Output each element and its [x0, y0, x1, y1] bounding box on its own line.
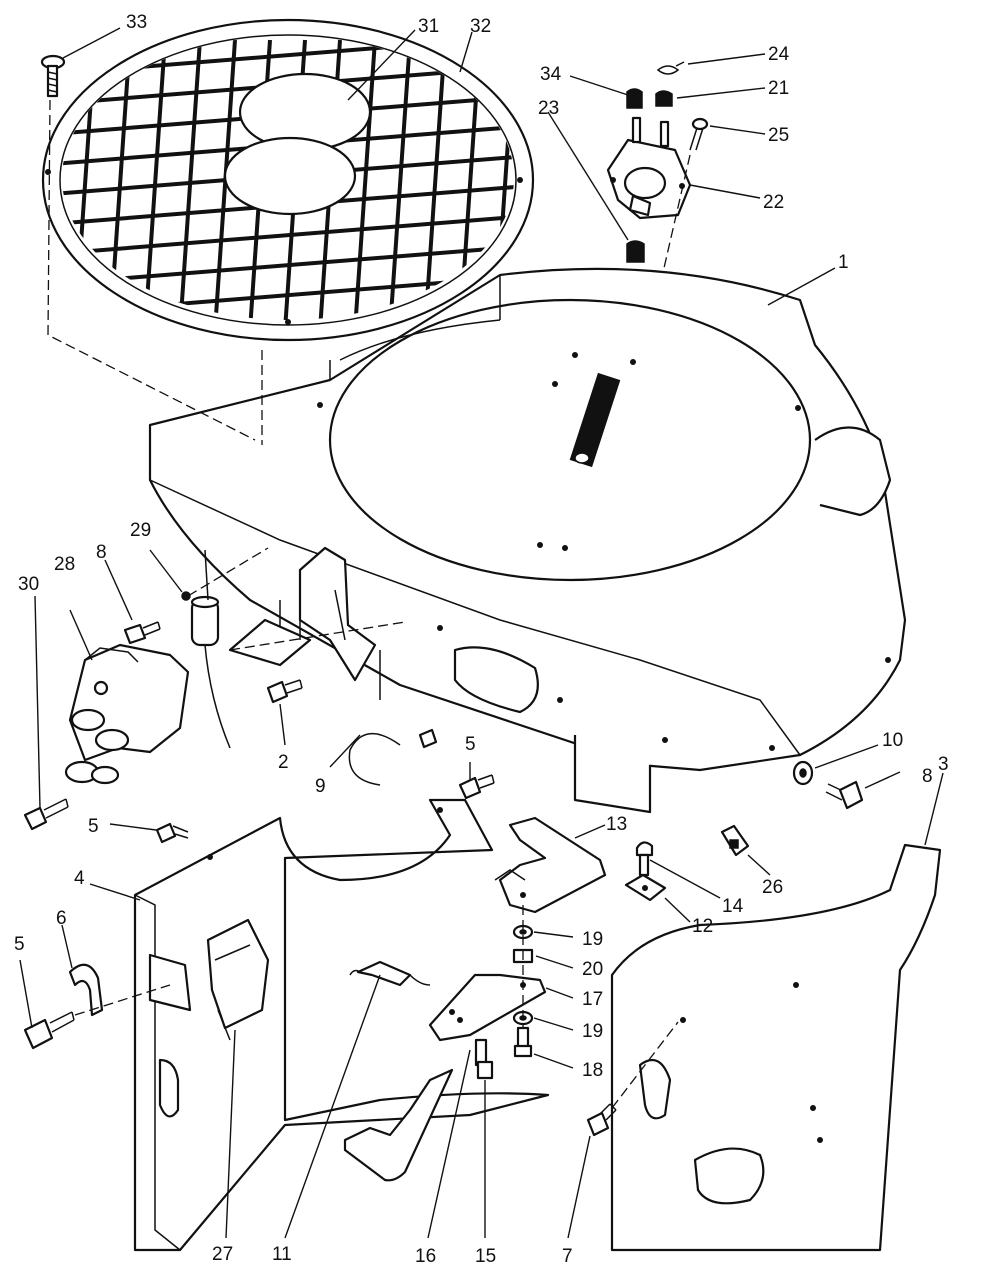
bracket-13 — [494, 816, 607, 914]
clip-26 — [720, 824, 750, 857]
callout-17: 17 — [582, 989, 603, 1010]
lever-17 — [428, 973, 547, 1042]
callout-11: 11 — [272, 1244, 292, 1265]
housing-window — [453, 646, 539, 714]
callout-3: 3 — [938, 754, 949, 775]
hose-34 — [626, 88, 643, 109]
screw-30 — [23, 798, 69, 831]
bolt-15 — [474, 1038, 494, 1080]
callout-1: 1 — [838, 252, 849, 273]
callout-8-left: 8 — [96, 542, 107, 563]
callout-5-clamp: 5 — [14, 934, 25, 955]
screw-5-clamp — [23, 1011, 75, 1050]
callout-34: 34 — [540, 64, 562, 85]
dashed-guide-screw — [47, 99, 256, 441]
screw-8-right — [825, 780, 864, 810]
callout-33: 33 — [126, 12, 147, 33]
callout-20: 20 — [582, 959, 603, 980]
callout-10: 10 — [882, 730, 903, 751]
callout-18: 18 — [582, 1060, 603, 1081]
capacitor-29 — [181, 549, 231, 749]
callout-30: 30 — [18, 574, 39, 595]
callout-19-bottom: 19 — [582, 1021, 603, 1042]
callout-32: 32 — [470, 16, 491, 37]
lower-plate — [343, 1068, 454, 1182]
coil-bracket — [228, 546, 377, 682]
callout-19-top: 19 — [582, 929, 603, 950]
blower-housing — [148, 267, 907, 814]
callout-31: 31 — [418, 16, 439, 37]
screw-5-left — [155, 822, 189, 844]
ignition-coil — [64, 643, 190, 785]
callout-28: 28 — [54, 554, 75, 575]
clamp-6 — [68, 963, 104, 1017]
callout-29: 29 — [130, 520, 151, 541]
left-baffle — [133, 798, 550, 1252]
hose-23 — [626, 240, 645, 263]
callout-7: 7 — [562, 1246, 573, 1267]
washer-10 — [792, 760, 814, 786]
callout-4: 4 — [74, 868, 85, 889]
callout-9: 9 — [315, 776, 326, 797]
wire-loop-9 — [348, 732, 401, 786]
cap-21 — [655, 90, 673, 107]
callout-5-center: 5 — [465, 734, 476, 755]
callout-14: 14 — [722, 896, 744, 917]
fuel-pump — [606, 116, 692, 220]
dashed-guide-pump — [663, 154, 691, 269]
bolt-18 — [513, 1026, 533, 1058]
callout-16: 16 — [415, 1246, 436, 1267]
housing-opening — [328, 298, 812, 582]
module-27 — [206, 918, 270, 1041]
grille-screen — [41, 18, 535, 342]
callout-12: 12 — [692, 916, 713, 937]
screw-25 — [689, 117, 709, 151]
screw-2 — [266, 679, 303, 704]
callout-6: 6 — [56, 908, 67, 929]
callout-26: 26 — [762, 877, 783, 898]
callout-15: 15 — [475, 1246, 496, 1267]
screw-7 — [586, 1103, 617, 1137]
callout-24: 24 — [768, 44, 790, 65]
clip-12 — [624, 873, 667, 902]
spring-11 — [349, 960, 431, 987]
grille-center-hub — [223, 136, 357, 216]
screw-33 — [40, 54, 66, 98]
screw-5-center — [458, 774, 495, 800]
callout-22: 22 — [763, 192, 784, 213]
screw-14 — [635, 841, 654, 877]
callout-8-right: 8 — [922, 766, 933, 787]
clamp-24 — [656, 61, 685, 75]
callout-labels: 33 31 32 34 24 21 23 25 22 1 30 28 8 29 … — [14, 12, 949, 1267]
callout-25: 25 — [768, 125, 789, 146]
right-baffle — [610, 843, 942, 1252]
callout-13: 13 — [606, 814, 627, 835]
callout-2: 2 — [278, 752, 289, 773]
callout-23: 23 — [538, 98, 559, 119]
callout-27: 27 — [212, 1244, 233, 1265]
callout-5-left: 5 — [88, 816, 99, 837]
callout-21: 21 — [768, 78, 789, 99]
leader-lines — [19, 27, 944, 1239]
screw-8-left — [123, 621, 161, 645]
